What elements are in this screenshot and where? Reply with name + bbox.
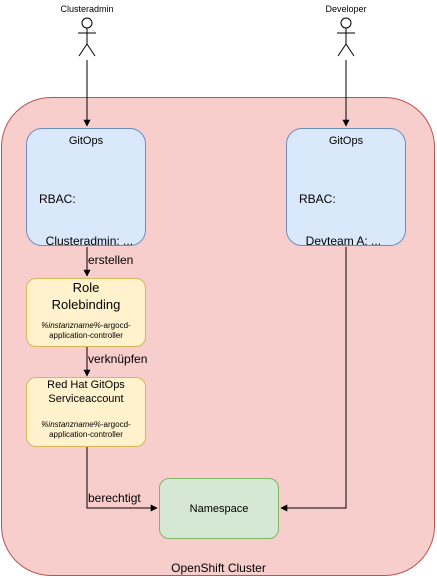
instance-variable: %instanzname% bbox=[41, 420, 101, 429]
rolebinding-title: Rolebinding bbox=[51, 297, 121, 312]
serviceaccount-box: Red Hat GitOps Serviceaccount %instanzna… bbox=[26, 377, 146, 447]
cluster-label: OpenShift Cluster bbox=[171, 561, 266, 575]
serviceaccount-instance-name-line2: application-controller bbox=[49, 430, 123, 439]
namespace-box: Namespace bbox=[159, 478, 279, 539]
edge-serviceaccount-to-namespace bbox=[86, 447, 158, 512]
rbac-text: RBAC: Devteam A: ... bbox=[299, 164, 381, 276]
developer-actor-icon bbox=[337, 17, 355, 57]
rbac-entry: Clusteradmin: ... bbox=[39, 234, 134, 248]
clusteradmin-actor-icon bbox=[78, 17, 96, 57]
role-instance-name-line2: application-controller bbox=[49, 331, 123, 340]
serviceaccount-title-line1: Red Hat GitOps bbox=[47, 379, 125, 391]
rbac-entry: Devteam A: ... bbox=[299, 234, 382, 248]
edge-label-link: verknüpfen bbox=[88, 352, 148, 366]
edge-label-authorize: berechtigt bbox=[88, 491, 141, 505]
serviceaccount-title-line2: Serviceaccount bbox=[48, 393, 124, 405]
rbac-text: RBAC: Clusteradmin: ... bbox=[39, 164, 133, 276]
rbac-label: RBAC: bbox=[39, 192, 76, 206]
rbac-label: RBAC: bbox=[299, 192, 336, 206]
gitops-box-developer: GitOps RBAC: Devteam A: ... bbox=[286, 128, 406, 248]
actor-label-clusteradmin: Clusteradmin bbox=[60, 4, 114, 14]
serviceaccount-instance-name: %instanzname%-argocd- bbox=[27, 420, 145, 430]
instance-variable: %instanzname% bbox=[41, 321, 101, 330]
namespace-label: Namespace bbox=[189, 502, 249, 515]
role-instance-name: %instanzname%-argocd- bbox=[27, 321, 145, 331]
instance-suffix: -argocd- bbox=[100, 321, 131, 330]
instance-suffix: -argocd- bbox=[100, 420, 131, 429]
gitops-title: GitOps bbox=[328, 135, 364, 147]
role-title: Role bbox=[72, 280, 100, 295]
gitops-title: GitOps bbox=[68, 135, 104, 147]
actor-label-developer: Developer bbox=[325, 4, 367, 14]
edge-gitops-right-to-namespace bbox=[280, 247, 347, 512]
role-rolebinding-box: Role Rolebinding %instanzname%-argocd- a… bbox=[26, 278, 146, 347]
gitops-box-clusteradmin: GitOps RBAC: Clusteradmin: ... bbox=[26, 128, 146, 248]
edge-label-create: erstellen bbox=[88, 253, 134, 267]
